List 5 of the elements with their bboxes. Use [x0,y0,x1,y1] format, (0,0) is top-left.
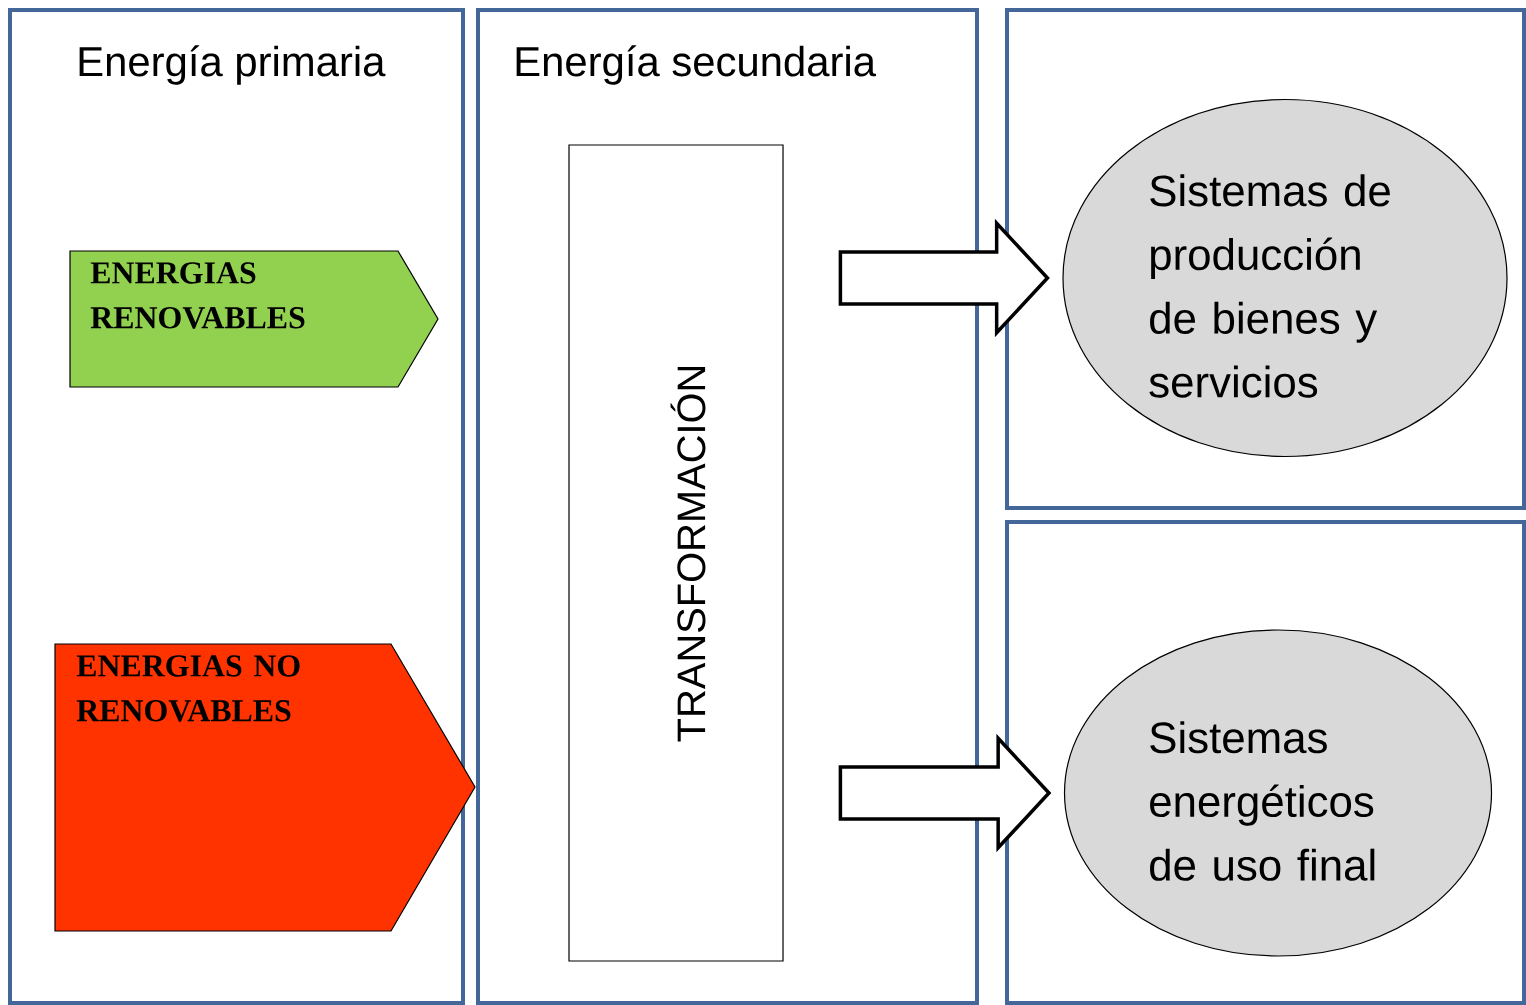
process-box: TRANSFORMACIÓN [568,144,784,962]
empty-panel [1005,8,1526,510]
block-arrow [838,218,1050,338]
block-arrow [838,733,1052,853]
empty-panel [1005,520,1526,1005]
